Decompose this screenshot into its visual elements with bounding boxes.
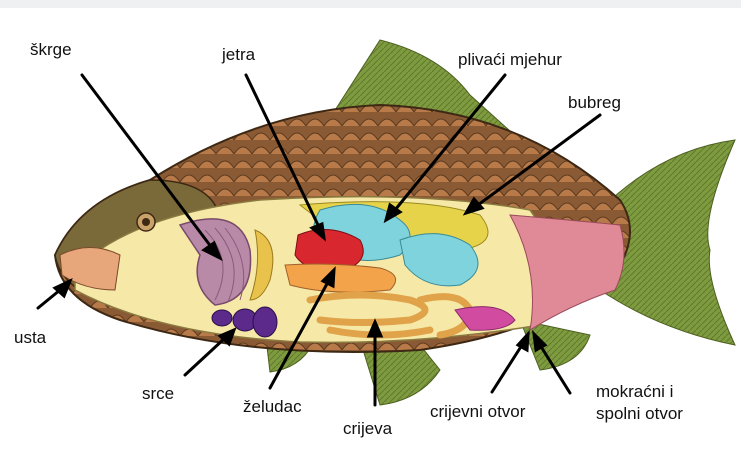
- label-stomach: želudac: [243, 397, 302, 417]
- label-liver: jetra: [222, 45, 255, 65]
- label-anus: crijevni otvor: [430, 402, 525, 422]
- label-mouth: usta: [14, 328, 46, 348]
- label-heart: srce: [142, 384, 174, 404]
- label-kidney: bubreg: [568, 93, 621, 113]
- label-urogenital-2: spolni otvor: [596, 404, 683, 424]
- label-intestines: crijeva: [343, 419, 392, 439]
- label-urogenital-1: mokraćni i: [596, 382, 673, 402]
- label-swim-bladder: plivaći mjehur: [458, 50, 562, 70]
- label-gills: škrge: [30, 40, 72, 60]
- stomach: [285, 264, 396, 292]
